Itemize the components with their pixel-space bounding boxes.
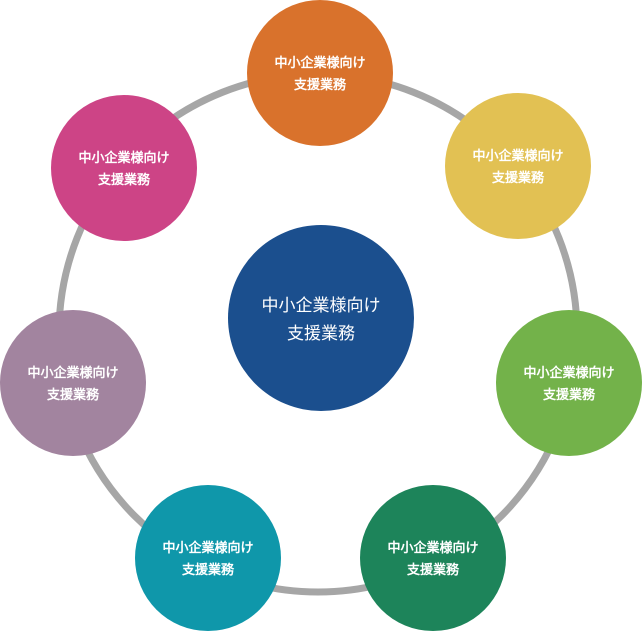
node-label-line1: 中小企業様向け [274, 55, 365, 71]
outer-node-left: 中小企業様向け 支援業務 [0, 310, 146, 456]
node-circle [445, 93, 591, 239]
node-circle [247, 0, 393, 146]
node-label-line1: 中小企業様向け [27, 365, 118, 381]
outer-node-upper-left: 中小企業様向け 支援業務 [51, 95, 197, 241]
node-label-line2: 支援業務 [542, 387, 596, 403]
outer-node-top: 中小企業様向け 支援業務 [247, 0, 393, 146]
node-label-line2: 支援業務 [46, 387, 100, 403]
node-label-line2: 支援業務 [491, 170, 545, 186]
node-circle [51, 95, 197, 241]
node-label-line1: 中小企業様向け [78, 150, 169, 166]
node-label-line1: 中小企業様向け [387, 540, 478, 556]
center-label-line2: 支援業務 [287, 324, 355, 344]
center-node: 中小企業様向け 支援業務 [228, 225, 414, 411]
center-circle [228, 225, 414, 411]
node-label-line2: 支援業務 [293, 77, 347, 93]
node-label-line2: 支援業務 [406, 562, 460, 578]
node-circle [496, 310, 642, 456]
outer-node-lower-right: 中小企業様向け 支援業務 [360, 485, 506, 631]
center-label-line1: 中小企業様向け [262, 296, 381, 316]
node-label-line1: 中小企業様向け [523, 365, 614, 381]
outer-node-right: 中小企業様向け 支援業務 [496, 310, 642, 456]
node-circle [0, 310, 146, 456]
node-circle [135, 485, 281, 631]
outer-node-lower-left: 中小企業様向け 支援業務 [135, 485, 281, 631]
node-label-line2: 支援業務 [97, 172, 151, 188]
outer-node-upper-right: 中小企業様向け 支援業務 [445, 93, 591, 239]
node-circle [360, 485, 506, 631]
node-label-line2: 支援業務 [181, 562, 235, 578]
node-label-line1: 中小企業様向け [472, 148, 563, 164]
node-label-line1: 中小企業様向け [162, 540, 253, 556]
